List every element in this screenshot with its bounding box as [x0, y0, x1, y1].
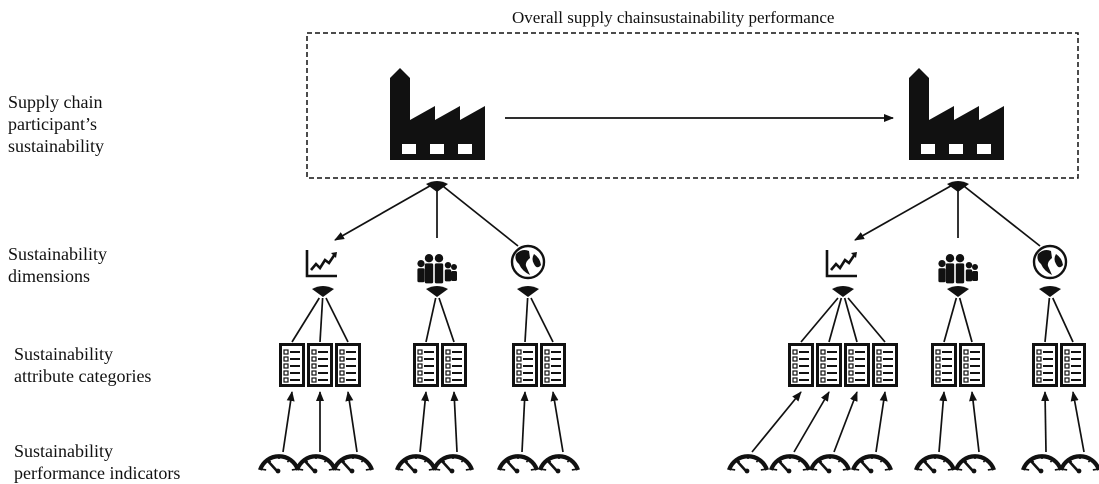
checklist-icon [959, 343, 985, 387]
gauge-icon [258, 454, 300, 474]
checklist-icon [1060, 343, 1086, 387]
family-icon [938, 254, 978, 284]
gauge-icon [295, 454, 337, 474]
gauge-icon [538, 454, 580, 474]
category-to-dimension-line [1044, 297, 1051, 343]
indicator-to-category-arrow [419, 391, 430, 453]
indicator-to-category-arrow [833, 391, 858, 453]
checklist-icon [872, 343, 898, 387]
gauge-icon [851, 454, 893, 474]
gauge-icon [769, 454, 811, 474]
category-to-dimension-line [828, 297, 843, 343]
family-icon [417, 254, 457, 284]
dimension-to-participant-arrow [854, 182, 957, 241]
category-to-dimension-line [958, 297, 973, 343]
checklist-icon [1032, 343, 1058, 387]
indicator-to-category-arrow [875, 391, 888, 453]
checklist-icon [413, 343, 439, 387]
indicator-to-category-arrow [550, 391, 564, 453]
gauge-icon [727, 454, 769, 474]
gauge-icon [954, 454, 996, 474]
category-to-dimension-line [943, 297, 958, 343]
indicator-to-category-arrow [282, 391, 295, 453]
globe-icon [1032, 244, 1068, 280]
indicator-to-category-arrow [450, 391, 459, 453]
level-label-categories: Sustainability attribute categories [14, 344, 152, 386]
gauge-icon [809, 454, 851, 474]
line-chart-icon [305, 250, 337, 278]
gauge-icon [1059, 454, 1099, 474]
category-to-dimension-line [1051, 297, 1074, 343]
aggregation-node-icon [832, 286, 854, 297]
checklist-icon [279, 343, 305, 387]
diagram-title: Overall supply chainsustainability perfo… [512, 8, 835, 27]
category-to-dimension-line [524, 297, 529, 343]
indicator-to-category-arrow [793, 391, 830, 453]
gauge-icon [914, 454, 956, 474]
dimension-to-participant-arrow [334, 182, 436, 241]
category-to-dimension-line [843, 297, 858, 343]
level-label-participant: Supply chain participant’s sustainabilit… [8, 92, 104, 156]
globe-icon [510, 244, 546, 280]
category-to-dimension-line [325, 297, 349, 343]
aggregation-node-icon [517, 286, 539, 297]
category-to-dimension-line [847, 297, 886, 343]
checklist-icon [307, 343, 333, 387]
checklist-icon [816, 343, 842, 387]
checklist-icon [844, 343, 870, 387]
indicator-to-category-arrow [345, 391, 358, 453]
category-to-dimension-line [800, 297, 839, 343]
checklist-icon [335, 343, 361, 387]
indicator-to-category-arrow [969, 391, 980, 453]
aggregation-node-icon [1039, 286, 1061, 297]
category-to-dimension-line [425, 297, 437, 343]
gauge-icon [332, 454, 374, 474]
checklist-icon [512, 343, 538, 387]
category-to-dimension-line [530, 297, 554, 343]
indicator-to-category-arrow [938, 391, 948, 453]
checklist-icon [441, 343, 467, 387]
dimension-to-participant-line [438, 182, 519, 247]
participants-boundary [306, 32, 1079, 179]
gauge-icon [432, 454, 474, 474]
gauge-icon [497, 454, 539, 474]
category-to-dimension-line [291, 297, 321, 343]
gauge-icon [395, 454, 437, 474]
indicator-to-category-arrow [1041, 391, 1050, 453]
indicator-to-category-arrow [751, 391, 802, 453]
level-label-indicators: Sustainability performance indicators [14, 441, 181, 483]
aggregation-node-icon [947, 286, 969, 297]
indicator-to-category-arrow [520, 391, 529, 453]
category-to-dimension-line [319, 297, 324, 343]
indicator-to-category-arrow [1070, 391, 1085, 453]
line-chart-icon [825, 250, 857, 278]
category-to-dimension-line [438, 297, 455, 343]
checklist-icon [931, 343, 957, 387]
gauge-icon [1021, 454, 1063, 474]
aggregation-node-icon [312, 286, 334, 297]
level-label-dimensions: Sustainability dimensions [8, 244, 107, 286]
checklist-icon [788, 343, 814, 387]
aggregation-node-icon [426, 286, 448, 297]
factory-icon [390, 68, 485, 160]
checklist-icon [540, 343, 566, 387]
dimension-to-participant-line [959, 182, 1041, 247]
factory-icon [909, 68, 1004, 160]
